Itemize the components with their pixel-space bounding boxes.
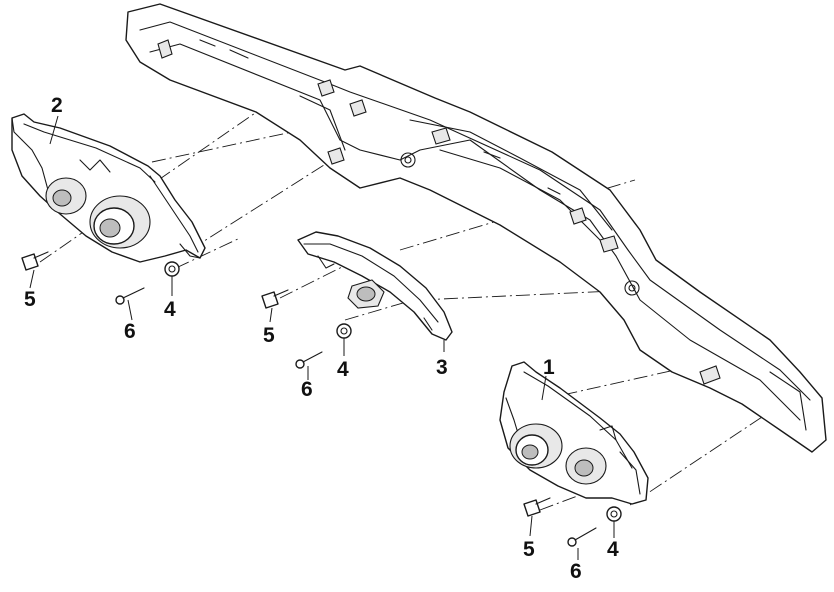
front-fairing-bracket [125, 3, 827, 453]
callout-4-left: 4 [164, 298, 176, 321]
fastener-set-right [523, 497, 622, 547]
screw [295, 351, 323, 369]
callout-6-right: 6 [570, 560, 582, 583]
bolt [21, 251, 49, 271]
callout-4-center: 4 [337, 358, 349, 381]
callout-4-right: 4 [607, 538, 619, 561]
screw [115, 287, 145, 305]
callout-2: 2 [51, 94, 63, 117]
fastener-set-center [261, 289, 352, 369]
fastener-set-left [21, 251, 180, 305]
leader-lines [29, 115, 615, 560]
washer [164, 261, 180, 277]
callout-5-right: 5 [523, 538, 535, 561]
screw [567, 527, 597, 547]
callouts: 2 5 4 6 5 4 6 3 1 5 4 6 [24, 94, 619, 583]
position-lamp [297, 231, 453, 341]
headlight-right [499, 361, 649, 505]
callout-5-left: 5 [24, 288, 36, 311]
bolt [523, 497, 551, 517]
callout-6-center: 6 [301, 378, 313, 401]
callout-6-left: 6 [124, 320, 136, 343]
callout-3: 3 [436, 356, 448, 379]
washer [336, 323, 352, 339]
callout-1: 1 [543, 356, 555, 379]
headlight-left [11, 113, 206, 263]
callout-5-center: 5 [263, 324, 275, 347]
bolt [261, 289, 289, 309]
washer [606, 506, 622, 522]
